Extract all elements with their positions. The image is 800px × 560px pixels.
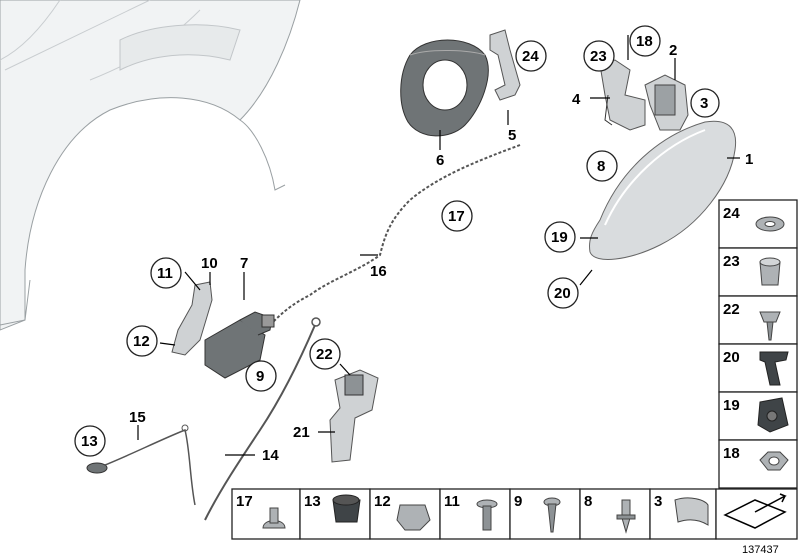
- callout-16: 16: [370, 263, 387, 280]
- hinge-assembly: [599, 59, 689, 131]
- callout-9: 9: [256, 368, 264, 385]
- leader-lines: [137, 35, 740, 456]
- actuator: [171, 281, 275, 379]
- pull-handle: [86, 424, 196, 506]
- legend-label-20: 20: [723, 349, 740, 366]
- legend-label-24: 24: [723, 205, 740, 222]
- callout-circle-17: [441, 200, 473, 232]
- callout-7: 7: [240, 255, 248, 272]
- callout-1: 1: [745, 151, 753, 168]
- callout-14: 14: [262, 447, 279, 464]
- callout-23: 23: [590, 48, 607, 65]
- callout-circle-20: [547, 277, 579, 309]
- callout-15: 15: [129, 409, 146, 426]
- callout-20: 20: [554, 285, 571, 302]
- arrow-icon: [754, 493, 787, 513]
- parts-tray-icon: [723, 499, 787, 529]
- callout-circle-13: [74, 425, 106, 457]
- legend-label-11: 11: [444, 493, 460, 510]
- callout-22: 22: [316, 346, 333, 363]
- callout-circle-11: [150, 257, 182, 289]
- callout-6: 6: [436, 152, 444, 169]
- callout-circle-8: [586, 150, 618, 182]
- spring-clip-icon: [674, 497, 709, 526]
- callout-19: 19: [551, 229, 568, 246]
- legend-cell-9: [509, 488, 581, 540]
- callout-21: 21: [293, 424, 310, 441]
- screw-icon: [759, 311, 781, 323]
- callout-2: 2: [669, 42, 677, 59]
- callout-18: 18: [636, 33, 653, 50]
- callout-circle-3: [690, 88, 720, 118]
- callouts: 1 2 3 4 5 6 7 8 9 10 11 12 13 14 15 16 1…: [74, 25, 753, 464]
- callout-circle-24: [515, 40, 547, 72]
- legend-label-3: 3: [654, 493, 662, 510]
- legend-label-19: 19: [723, 397, 740, 414]
- side-legend: 24 23 22 20 19 18: [718, 199, 798, 489]
- legend-label-13: 13: [304, 493, 321, 510]
- callout-circle-18: [629, 25, 661, 57]
- clip-icon: [759, 351, 789, 386]
- legend-label-22: 22: [723, 301, 740, 318]
- diagram-id: 137437: [742, 544, 779, 556]
- callout-17: 17: [448, 208, 465, 225]
- fuel-flap: [589, 120, 737, 260]
- callout-5: 5: [508, 127, 516, 144]
- emergency-rod: [204, 317, 321, 521]
- callout-13: 13: [81, 433, 98, 450]
- legend-label-23: 23: [723, 253, 740, 270]
- legend-label-18: 18: [723, 445, 740, 462]
- legend-cell-17: [231, 488, 301, 540]
- legend-label-17: 17: [236, 493, 253, 510]
- legend-cell-8: [579, 488, 651, 540]
- latch-bracket: [329, 369, 379, 463]
- bottom-legend: 17 13 12 11 9 8 3: [231, 488, 798, 540]
- callout-3: 3: [700, 95, 708, 112]
- callout-circle-22: [309, 338, 341, 370]
- filler-housing: [400, 39, 489, 137]
- legend-label-8: 8: [584, 493, 592, 510]
- callout-11: 11: [157, 265, 173, 282]
- callout-circle-19: [544, 221, 576, 253]
- callout-10: 10: [201, 255, 218, 272]
- callout-circle-9: [245, 360, 277, 392]
- body-side-panel: [0, 0, 301, 331]
- legend-cell-23: [718, 247, 798, 297]
- release-cable: [269, 144, 521, 326]
- callout-circle-12: [126, 325, 158, 357]
- callout-8: 8: [597, 158, 605, 175]
- legend-label-9: 9: [514, 493, 522, 510]
- legend-label-12: 12: [374, 493, 391, 510]
- clamp-icon: [396, 504, 431, 531]
- callout-circle-23: [583, 40, 615, 72]
- callout-24: 24: [522, 48, 539, 65]
- callout-12: 12: [133, 333, 150, 350]
- bracket-5: [489, 29, 521, 101]
- callout-4: 4: [572, 91, 581, 108]
